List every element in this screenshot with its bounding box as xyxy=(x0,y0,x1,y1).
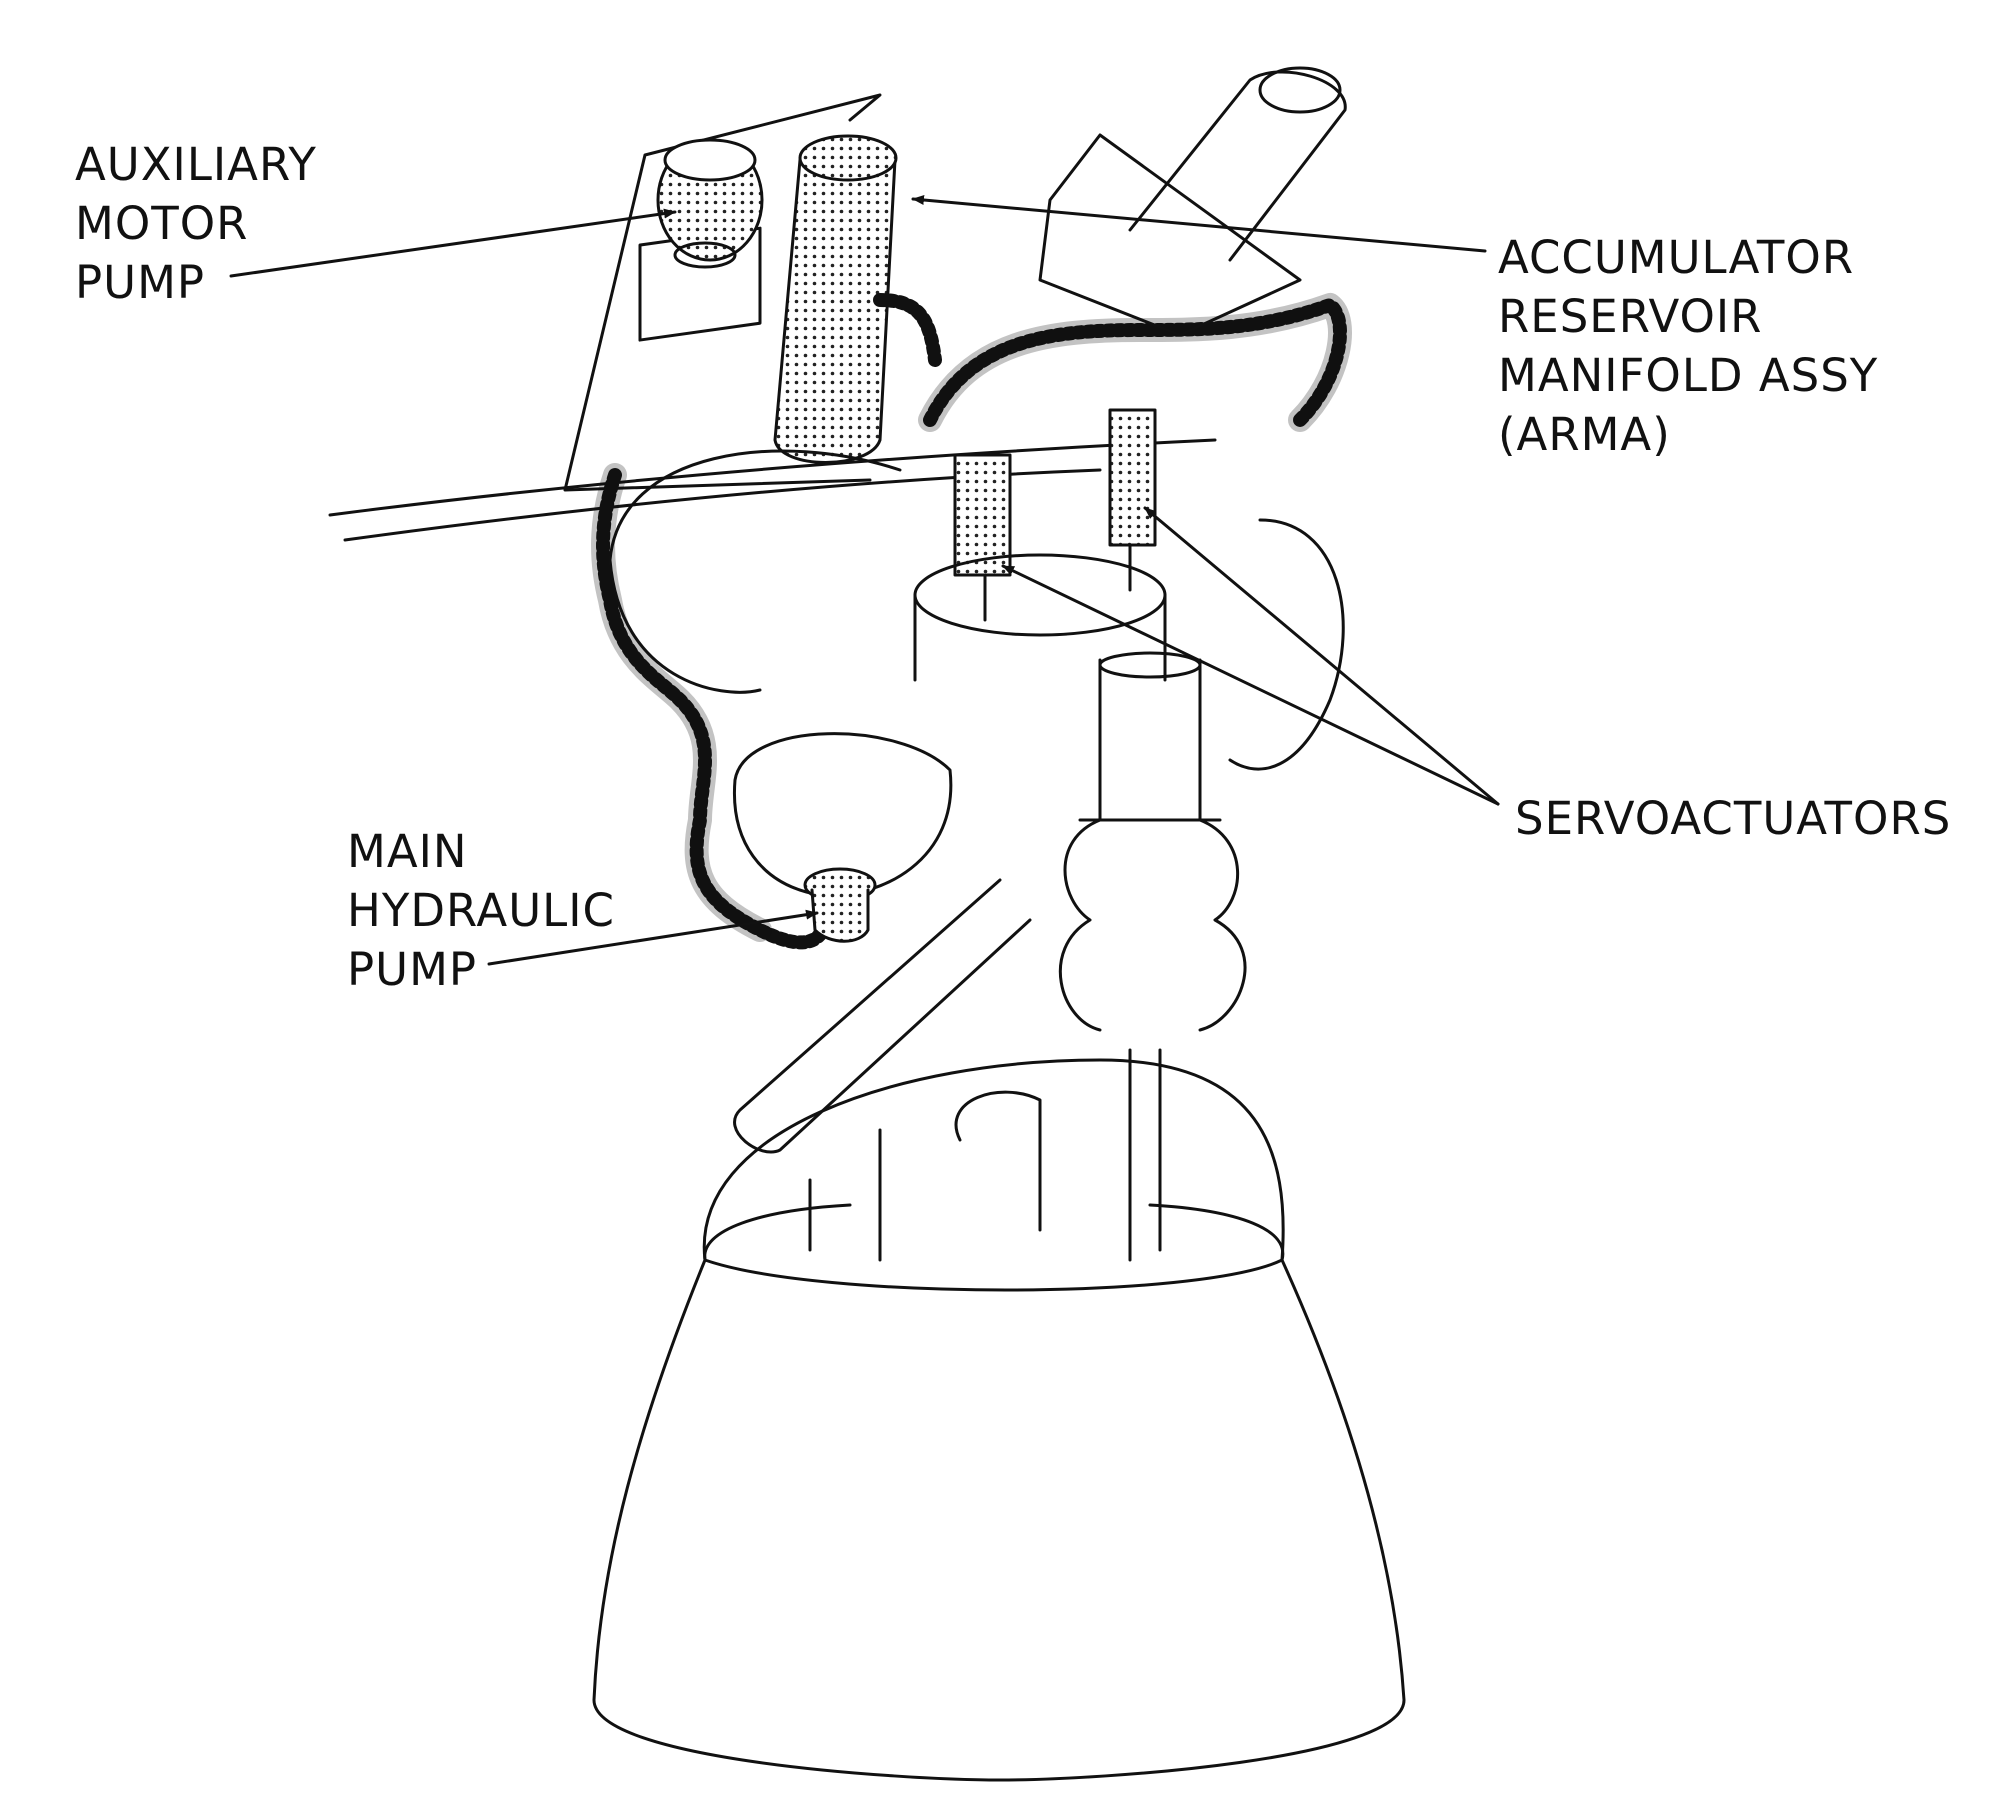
arrow-main-pump xyxy=(487,909,819,966)
aux-panel xyxy=(563,93,882,492)
arrow-servo-1 xyxy=(1001,564,1500,806)
thrust-ring xyxy=(328,438,1217,542)
label-line: MOTOR xyxy=(75,197,249,250)
nozzle-rim xyxy=(702,1058,1285,1262)
label-line: PUMP xyxy=(75,256,206,309)
propellant-line xyxy=(733,878,1032,1154)
label-line: MANIFOLD ASSY xyxy=(1498,349,1879,402)
arrow-accumulator xyxy=(911,195,1487,253)
hydraulic-hose xyxy=(596,468,834,950)
label-accumulator: ACCUMULATOR RESERVOIR MANIFOLD ASSY (ARM… xyxy=(1498,228,1878,464)
label-line: PUMP xyxy=(347,943,478,996)
chamber xyxy=(1058,658,1247,1032)
nozzle-bell xyxy=(592,1258,1406,1782)
arrow-aux-motor-pump xyxy=(229,208,677,278)
label-line: (ARMA) xyxy=(1498,408,1671,461)
label-line: RESERVOIR xyxy=(1498,290,1763,343)
intake-duct xyxy=(1128,70,1347,262)
label-line: MAIN xyxy=(347,825,468,878)
gimbal-block xyxy=(1038,133,1302,337)
label-servoactuators: SERVOACTUATORS xyxy=(1515,789,1951,848)
turbopump-housing xyxy=(608,449,902,694)
label-line: AUXILIARY xyxy=(75,138,317,191)
label-line: ACCUMULATOR xyxy=(1498,231,1855,284)
lower-dome xyxy=(732,732,953,897)
label-main-hydraulic-pump: MAIN HYDRAULIC PUMP xyxy=(347,822,615,999)
hydraulic-hose-top xyxy=(873,293,1347,427)
label-line: SERVOACTUATORS xyxy=(1515,792,1952,845)
dome xyxy=(913,553,1167,637)
arrow-servo-2 xyxy=(1143,506,1500,806)
label-auxiliary-motor-pump: AUXILIARY MOTOR PUMP xyxy=(75,135,317,312)
label-line: HYDRAULIC xyxy=(347,884,615,937)
servoactuator-1 xyxy=(953,453,1012,577)
servoactuator-2 xyxy=(1108,408,1157,547)
